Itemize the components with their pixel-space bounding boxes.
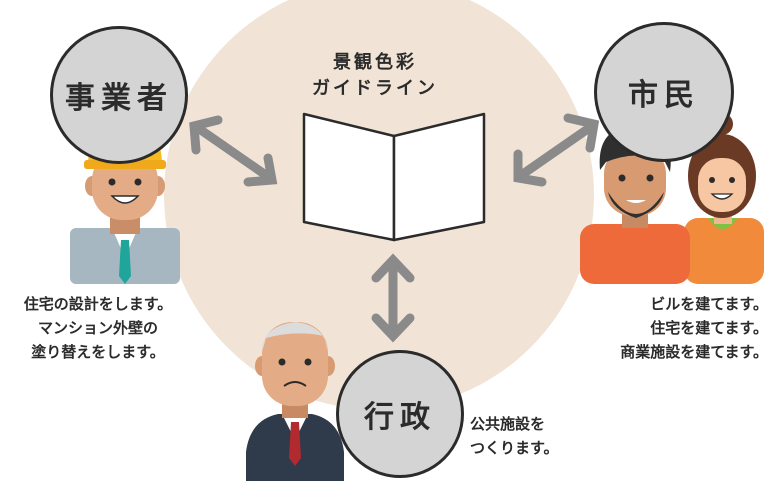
role-circle-government: 行政 <box>336 350 464 478</box>
caption-business: 住宅の設計をします。 マンション外壁の 塗り替えをします。 <box>8 292 188 364</box>
caption-business-line2: マンション外壁の <box>37 319 158 337</box>
caption-business-line1: 住宅の設計をします。 <box>23 295 173 313</box>
arrow-government <box>371 253 415 343</box>
caption-citizen-line3: 商業施設を建てます。 <box>620 343 768 361</box>
guideline-title: 景観色彩 ガイドライン <box>300 50 450 102</box>
arrow-business <box>189 115 278 187</box>
caption-government-line2: つくります。 <box>470 439 559 457</box>
caption-government: 公共施設を つくります。 <box>470 412 580 460</box>
guideline-title-line1: 景観色彩 <box>333 52 417 73</box>
caption-citizen: ビルを建てます。 住宅を建てます。 商業施設を建てます。 <box>590 292 768 364</box>
role-label-citizen: 市民 <box>628 78 700 113</box>
guideline-book-icon <box>302 112 486 242</box>
role-label-business: 事業者 <box>65 81 173 116</box>
role-circle-citizen: 市民 <box>594 22 734 162</box>
caption-citizen-line1: ビルを建てます。 <box>650 295 768 313</box>
caption-business-line3: 塗り替えをします。 <box>31 343 165 361</box>
guideline-title-line2: ガイドライン <box>312 78 438 99</box>
government-official-illustration <box>246 322 344 481</box>
role-circle-business: 事業者 <box>50 26 188 164</box>
caption-government-line1: 公共施設を <box>470 415 546 433</box>
role-label-government: 行政 <box>364 400 436 435</box>
caption-citizen-line2: 住宅を建てます。 <box>650 319 768 337</box>
arrow-citizen <box>513 113 600 187</box>
